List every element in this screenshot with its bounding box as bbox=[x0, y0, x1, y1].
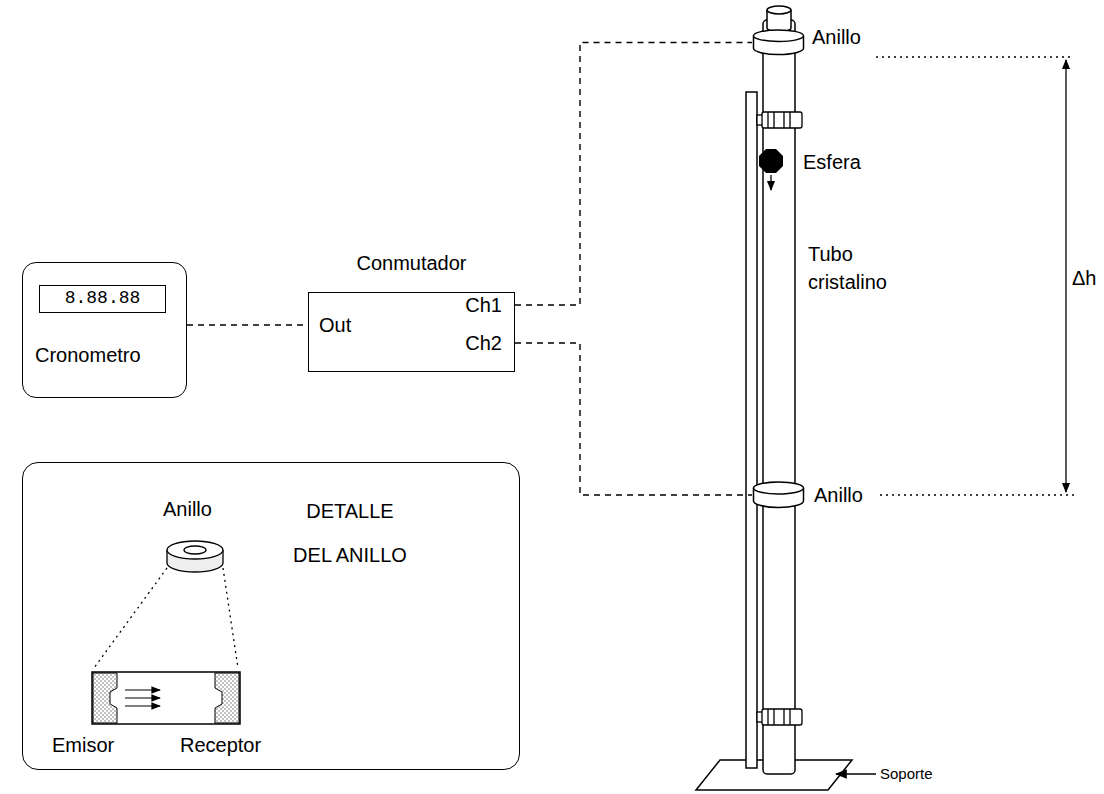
part-name: Anillo bbox=[163, 497, 212, 521]
switch-box: ConmutadorOutCh1Ch2 bbox=[308, 292, 515, 372]
reference-line bbox=[876, 56, 1074, 57]
ring-section bbox=[92, 672, 240, 724]
light-beam bbox=[125, 690, 160, 706]
part-name: Emisor bbox=[52, 733, 114, 757]
tube-cap bbox=[767, 6, 791, 14]
part-name: Receptor bbox=[180, 733, 261, 757]
detail-box: DETALLE DEL ANILLO bbox=[22, 462, 520, 770]
dimension-label: Δh bbox=[1072, 266, 1096, 290]
dimension-arrow bbox=[1065, 60, 1066, 492]
signal-cable bbox=[515, 343, 752, 495]
emitter bbox=[93, 673, 117, 723]
sensor-ring: Anillo bbox=[752, 29, 805, 56]
clamp bbox=[757, 112, 802, 128]
part-name: Anillo bbox=[812, 25, 861, 49]
detail-leader bbox=[94, 568, 167, 668]
receiver bbox=[215, 673, 239, 723]
device-name: Cronometro bbox=[35, 343, 141, 367]
sphere bbox=[759, 149, 783, 173]
port-name: Ch2 bbox=[465, 331, 502, 355]
part-name: Anillo bbox=[814, 483, 863, 507]
part-name: Esfera bbox=[803, 150, 861, 174]
reference-line bbox=[880, 494, 1074, 495]
sensor-ring: Anillo bbox=[752, 481, 805, 509]
stopwatch-box: 8.88.88Cronometro bbox=[22, 262, 187, 398]
display-readout: 8.88.88 bbox=[39, 285, 166, 313]
stand-pole bbox=[746, 92, 757, 768]
glass-tube bbox=[763, 20, 795, 774]
leader-arrow bbox=[836, 773, 876, 775]
ring-outline bbox=[752, 29, 805, 56]
part-name: Soporte bbox=[880, 765, 933, 783]
motion-arrow bbox=[770, 175, 771, 190]
port-name: Ch1 bbox=[465, 293, 502, 317]
part-name: Tubo cristalino bbox=[808, 240, 903, 296]
ring-detail-icon bbox=[167, 541, 223, 572]
device-name: Conmutador bbox=[309, 251, 514, 275]
signal-cable bbox=[187, 324, 308, 325]
detail-leader bbox=[223, 568, 238, 668]
port-name: Out bbox=[319, 313, 351, 337]
detail-title: DETALLE DEL ANILLO bbox=[285, 489, 415, 577]
ring-outline bbox=[752, 481, 805, 509]
signal-cable bbox=[515, 43, 752, 306]
clamp bbox=[757, 709, 802, 725]
